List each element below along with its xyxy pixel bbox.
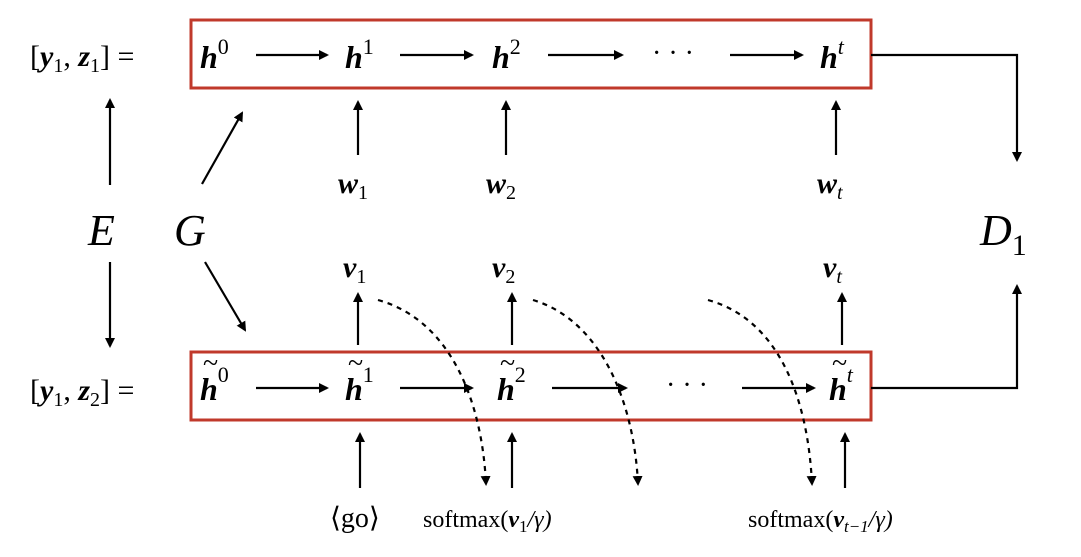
bottom-tilde-0: ~ xyxy=(203,348,218,379)
top-node-h1: h1 xyxy=(345,34,374,75)
top-to-D1-connector xyxy=(871,53,1022,162)
label-wt: wt xyxy=(817,167,843,204)
dashed-feedback-v2 xyxy=(532,298,643,486)
label-softmax1: softmax(v1/γ) xyxy=(423,507,552,536)
top-node-h0: h0 xyxy=(200,34,229,75)
bottom-node-h1: h1 xyxy=(345,362,374,407)
bottom-node-dots: · · · xyxy=(666,370,708,401)
label-E: E xyxy=(87,206,115,255)
label-v2: v2 xyxy=(492,251,515,288)
top-node-h2: h2 xyxy=(492,34,521,75)
top-lhs-label: [y1, z1] = xyxy=(30,40,134,77)
bottom-tilde-1: ~ xyxy=(348,348,363,379)
top-node-ht: ht xyxy=(820,34,845,75)
label-w2: w2 xyxy=(486,167,516,204)
bottom-generator-box xyxy=(189,350,873,422)
bottom-node-h2: h2 xyxy=(497,362,526,407)
G-up-arrow xyxy=(201,111,243,185)
bottom-node-h0: h0 xyxy=(200,362,229,407)
label-D1: D1 xyxy=(979,206,1027,262)
dashed-feedback-v1 xyxy=(377,298,491,486)
bottom-to-D1-connector xyxy=(871,284,1022,390)
top-node-dots: · · · xyxy=(652,38,694,69)
bottom-lhs-label: [y1, z2] = xyxy=(30,374,134,411)
label-w1: w1 xyxy=(338,167,368,204)
label-vt: vt xyxy=(823,251,842,288)
label-v1: v1 xyxy=(343,251,366,288)
G-down-arrow xyxy=(204,261,247,332)
bottom-tilde-t: ~ xyxy=(832,348,847,379)
label-softmax2: softmax(vt−1/γ) xyxy=(748,507,893,536)
bottom-tilde-2: ~ xyxy=(500,348,515,379)
label-go: ⟨go⟩ xyxy=(330,503,380,534)
bottom-node-ht: ht xyxy=(829,362,854,407)
label-G: G xyxy=(174,206,206,255)
dashed-feedback-vt xyxy=(707,298,817,486)
